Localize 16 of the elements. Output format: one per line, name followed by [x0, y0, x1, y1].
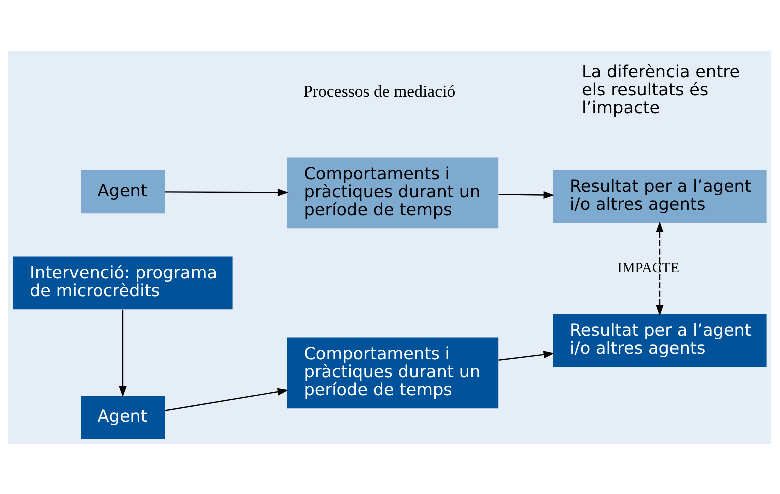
arrow — [498, 190, 555, 199]
node-box: Comportaments i pràctiques durant un període de temps — [287, 157, 499, 228]
arrow — [165, 388, 289, 411]
node-box: Resultat per a l’agent i/o altres agents — [553, 170, 767, 223]
arrow — [656, 221, 664, 316]
node-box: Agent — [81, 170, 165, 214]
node-box: Intervenció: programa de microcrèdits — [13, 256, 233, 310]
node-box: Agent — [81, 396, 165, 439]
label: Processos de mediació — [304, 81, 456, 100]
edge-label: IMPACTE — [618, 260, 680, 276]
arrow — [498, 350, 555, 360]
arrow — [119, 309, 127, 397]
arrow — [165, 188, 289, 196]
node-box: Resultat per a l’agent i/o altres agents — [553, 314, 767, 367]
label: La diferència entre els resultats és l’impacte — [582, 61, 740, 118]
node-box: Comportaments i pràctiques durant un període de temps — [287, 337, 499, 408]
